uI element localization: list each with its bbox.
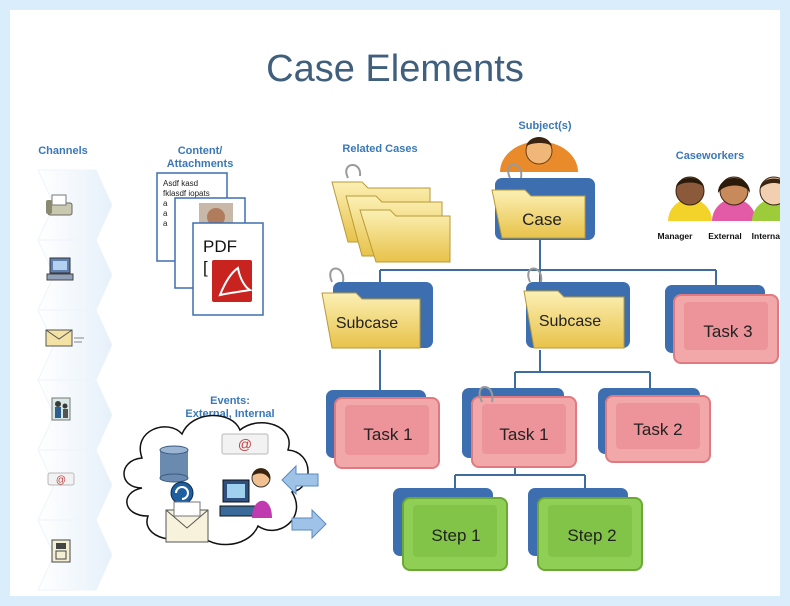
related-cases-header: Related Cases [342, 143, 418, 155]
person-icon [51, 397, 71, 421]
step2-node: Step 2 [528, 488, 643, 571]
email-card-icon: @ [221, 433, 269, 455]
subcase-mid-label: Subcase [539, 313, 601, 330]
doc-line-5: a [163, 219, 168, 228]
task1-mid-node: Task 1 [462, 386, 577, 468]
manager-avatar [668, 176, 712, 221]
task1-left-node: Task 1 [326, 390, 440, 469]
svg-text:@: @ [238, 436, 252, 452]
slide-title: Case Elements [266, 48, 524, 90]
doc-line-2: fklasdf iopats [163, 189, 210, 198]
step1-node: Step 1 [393, 488, 508, 571]
internal-avatar [752, 176, 780, 221]
subcase-left-node: Subcase [321, 267, 433, 349]
external-avatar [712, 176, 756, 221]
task2-label: Task 2 [633, 420, 682, 439]
task1-left-label: Task 1 [363, 425, 412, 444]
document-stack: Asdf kasd fklasdf iopats a a a PDF [ [156, 172, 264, 316]
task3-node: Task 3 [665, 285, 779, 364]
content-header-line2: Attachments [166, 158, 234, 170]
doc-line-4: a [163, 209, 168, 218]
subcase-mid-node: Subcase [523, 267, 630, 349]
caseworker-internal-label: Internal [752, 231, 780, 241]
content-header-line1: Content/ [177, 145, 223, 157]
step2-label: Step 2 [567, 526, 616, 545]
caseworkers: Manager External Internal [658, 176, 780, 241]
case-label: Case [522, 210, 562, 229]
step1-label: Step 1 [431, 526, 480, 545]
pdf-sub: [ [203, 258, 208, 277]
email-card-icon: @ [47, 472, 75, 486]
caseworkers-header: Caseworkers [675, 150, 745, 162]
phone-icon [51, 539, 71, 563]
events-header-line1: Events: [210, 395, 250, 407]
events-cloud: @ [123, 414, 309, 546]
channels-header: Channels [38, 145, 88, 157]
incoming-arrow-icon [281, 464, 319, 496]
slide: Case Elements Channels Content/ Attachme… [10, 10, 780, 596]
fax-icon [46, 194, 73, 216]
subcase-left-label: Subcase [336, 315, 398, 332]
sync-icon [170, 481, 194, 505]
channel-chevrons [37, 169, 113, 591]
subjects-header: Subject(s) [518, 120, 572, 132]
task3-label: Task 3 [703, 322, 752, 341]
outgoing-arrow-icon [291, 508, 327, 540]
pdf-icon [212, 260, 254, 302]
caseworker-manager-label: Manager [658, 231, 694, 241]
task2-node: Task 2 [598, 388, 711, 463]
doc-line-1: Asdf kasd [163, 179, 198, 188]
pdf-label: PDF [203, 237, 237, 256]
task1-mid-label: Task 1 [499, 425, 548, 444]
connectors [379, 235, 717, 488]
related-cases-folders [331, 164, 451, 263]
computer-user-icon [219, 468, 272, 518]
email-icon [45, 329, 84, 347]
doc-line-3: a [163, 199, 168, 208]
case-node: Case [491, 137, 595, 240]
computer-icon [46, 257, 74, 281]
svg-text:@: @ [56, 475, 66, 486]
database-icon [159, 445, 189, 483]
diagram-canvas: @ Asdf kasd fklasdf iopats a a a PDF [ [37, 137, 780, 591]
caseworker-external-label: External [708, 231, 742, 241]
content-header: Content/ Attachments [150, 145, 250, 171]
envelope-icon [165, 501, 209, 543]
